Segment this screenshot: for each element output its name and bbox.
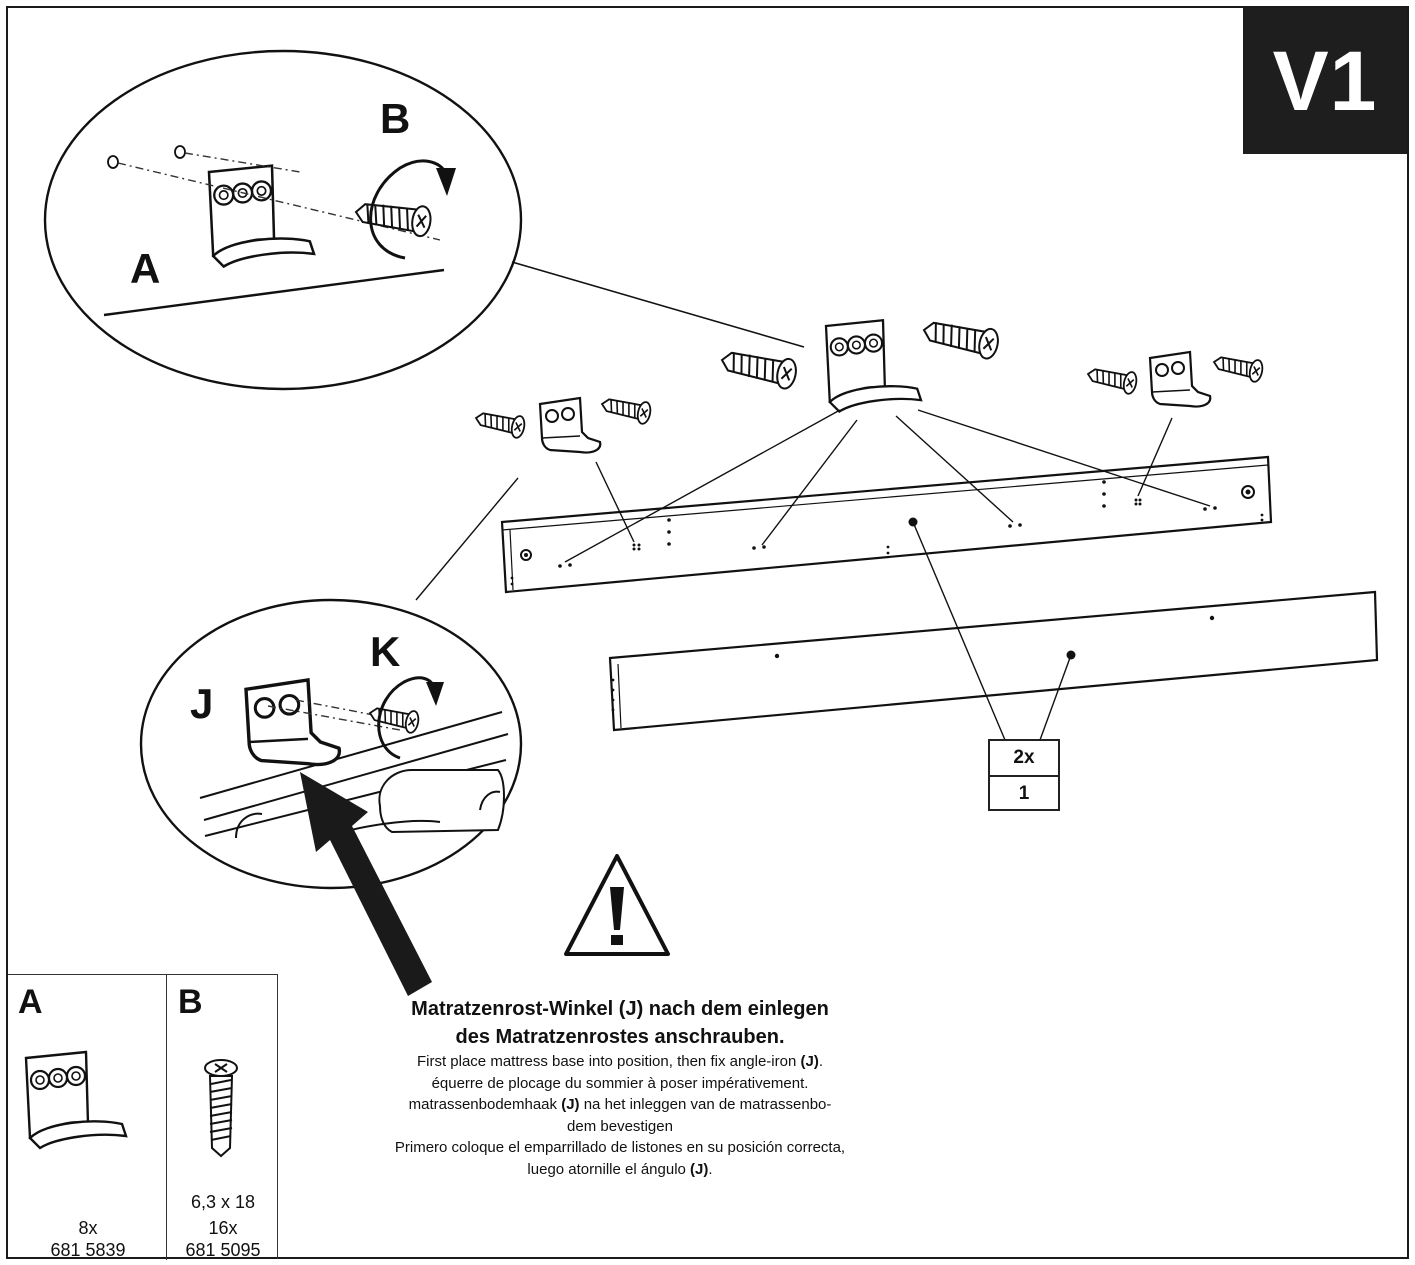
notice-nl-line2: dem bevestigen — [567, 1117, 673, 1135]
part-b-letter: B — [178, 983, 203, 1021]
instruction-notice: Matratzenrost-Winkel (J) nach dem einleg… — [330, 995, 910, 1180]
warning-triangle-icon — [564, 854, 670, 956]
notice-es-line1: Primero coloque el emparrillado de listo… — [394, 1139, 846, 1156]
part-b-size: 6,3 x 18 — [190, 1192, 256, 1212]
parts-divider — [166, 975, 167, 1260]
angle-bracket-icon — [538, 396, 602, 454]
callout-b-top: B — [380, 95, 411, 142]
rotation-arrow-icon — [377, 676, 437, 760]
screw-icon — [472, 406, 528, 440]
notice-fr: équerre de plocage du sommier à poser im… — [431, 1074, 809, 1092]
quantity-count: 2x — [990, 741, 1058, 777]
angle-bracket-icon — [824, 319, 923, 413]
page-frame — [6, 6, 1409, 1259]
screw-icon — [717, 344, 800, 392]
parts-list: A B 8x 681 5839 6,3 x 18 16x 681 5095 — [8, 974, 278, 1260]
notice-en: First place mattress base into position,… — [416, 1053, 824, 1070]
callout-k: K — [370, 628, 401, 675]
screw-icon — [598, 392, 654, 426]
side-rail-lower — [608, 590, 1379, 732]
quantity-box: 2x 1 — [988, 739, 1060, 811]
callout-a-top: A — [130, 245, 161, 292]
side-rail-upper — [500, 455, 1273, 594]
part-a-code: 681 5839 — [50, 1240, 126, 1260]
part-b-code: 681 5095 — [185, 1240, 261, 1260]
quantity-index: 1 — [1018, 783, 1030, 804]
notice-de-line1: Matratzenrost-Winkel (J) nach dem einleg… — [411, 998, 829, 1020]
screw-icon — [1210, 350, 1266, 384]
rotation-arrow-icon — [369, 159, 449, 260]
notice-de-line2: des Matratzenrostes anschrauben. — [455, 1026, 785, 1048]
screw-icon — [1084, 362, 1140, 396]
notice-es-line2: luego atornille el ángulo (J). — [527, 1160, 713, 1178]
callout-j: J — [190, 680, 214, 727]
notice-nl: matrassenbodemhaak (J) na het inleggen v… — [408, 1096, 832, 1113]
step-label: V1 — [1243, 8, 1407, 154]
detail-circle-top — [43, 49, 523, 391]
part-b-screw-icon — [204, 1059, 238, 1158]
angle-bracket-icon — [1148, 350, 1212, 408]
part-a-letter: A — [18, 983, 43, 1021]
screw-icon — [919, 314, 1002, 362]
pointer-arrow — [300, 772, 432, 996]
part-b-qty: 16x — [208, 1218, 238, 1238]
part-a-qty: 8x — [78, 1218, 98, 1238]
